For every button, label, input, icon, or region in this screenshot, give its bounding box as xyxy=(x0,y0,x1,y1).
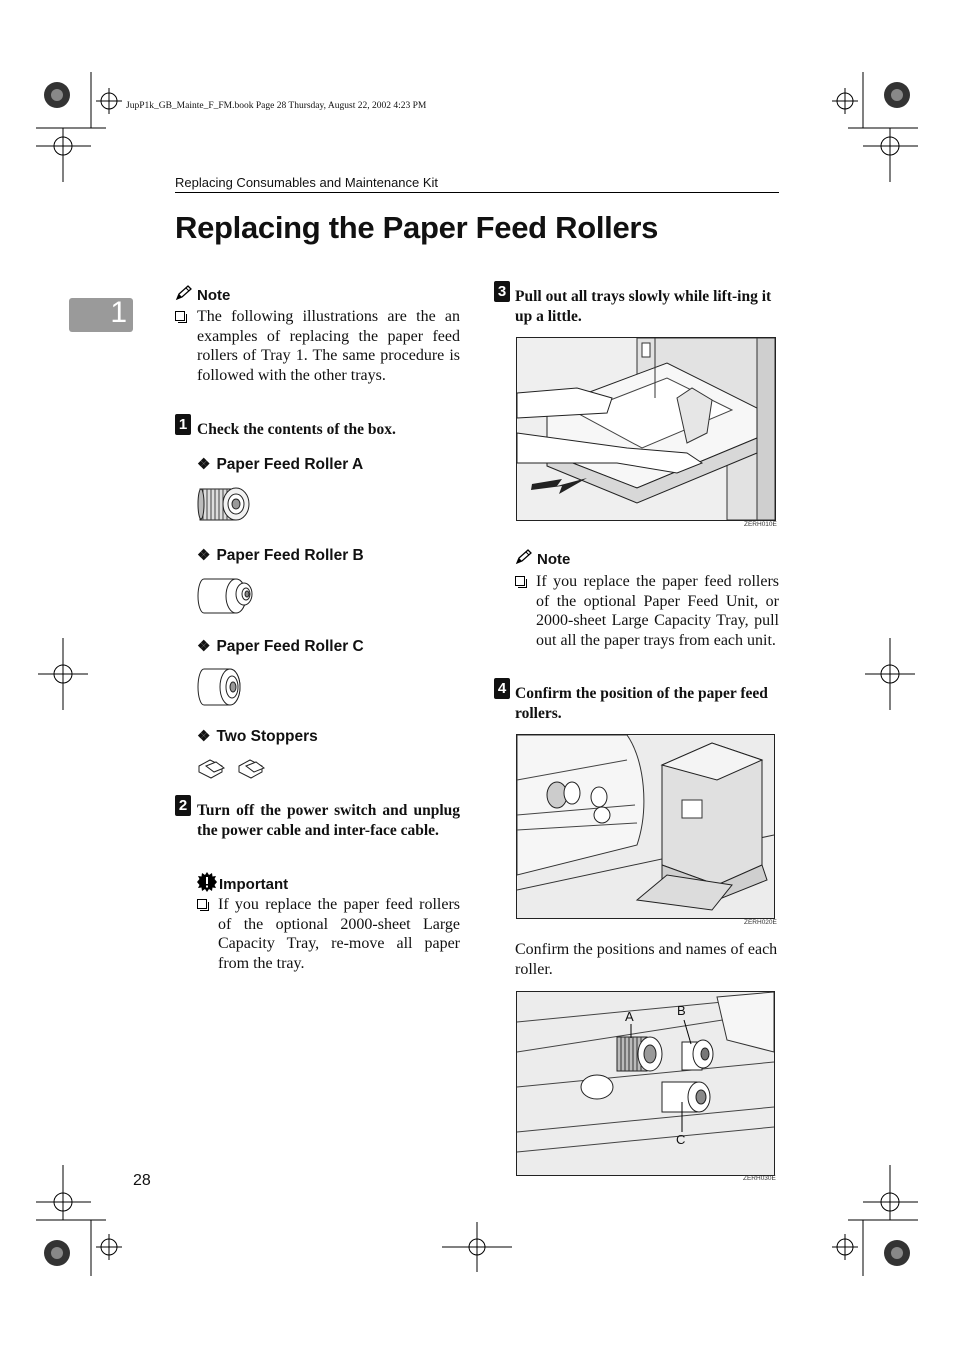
important-text: If you replace the paper feed rollers of… xyxy=(218,896,460,972)
step-2-text: Turn off the power switch and unplug the… xyxy=(197,802,460,839)
note-heading: Note xyxy=(175,285,230,305)
note-item: The following illustrations are the an e… xyxy=(175,307,460,385)
note-heading: Note xyxy=(515,549,570,569)
roller-label-c: C xyxy=(676,1132,686,1147)
step-4-caption: Confirm the positions and names of each … xyxy=(515,941,778,978)
figure-code: ZERH030E xyxy=(743,1175,776,1182)
pull-tray-illustration xyxy=(517,338,775,520)
important-icon xyxy=(197,872,217,896)
roller-names-illustration xyxy=(517,992,774,1175)
note-text: If you replace the paper feed rollers of… xyxy=(536,573,779,649)
pencil-icon xyxy=(515,549,533,569)
roller-label-a: A xyxy=(625,1009,634,1024)
file-info: JupP1k_GB_Mainte_F_FM.book Page 28 Thurs… xyxy=(126,101,427,111)
part-label-roller-c: ❖ Paper Feed Roller C xyxy=(197,637,364,656)
roller-b-icon xyxy=(197,578,253,614)
note-heading-label: Note xyxy=(537,550,571,568)
diamond-bullet-icon: ❖ xyxy=(197,638,211,655)
gear-roller-icon xyxy=(197,487,250,521)
part-label-text: Paper Feed Roller A xyxy=(216,456,364,473)
part-label-text: Paper Feed Roller C xyxy=(216,638,364,655)
checkbox-icon xyxy=(197,899,209,911)
checkbox-icon xyxy=(175,311,187,323)
roller-position-illustration xyxy=(517,735,774,918)
running-header: Replacing Consumables and Maintenance Ki… xyxy=(175,175,439,190)
part-label-text: Paper Feed Roller B xyxy=(216,547,364,564)
important-heading: Important xyxy=(197,872,288,896)
checkbox-icon xyxy=(515,576,527,588)
stopper-icon xyxy=(198,759,266,779)
step-number-1: 1 xyxy=(175,414,191,435)
important-heading-label: Important xyxy=(219,875,289,893)
figure-roller-names: A B C xyxy=(516,991,775,1176)
note-text: The following illustrations are the an e… xyxy=(197,308,460,384)
diamond-bullet-icon: ❖ xyxy=(197,547,211,564)
step-number-2: 2 xyxy=(175,795,191,816)
chapter-tab: 1 xyxy=(69,296,133,332)
pencil-icon xyxy=(175,285,193,305)
diamond-bullet-icon: ❖ xyxy=(197,456,211,473)
diamond-bullet-icon: ❖ xyxy=(197,728,211,745)
important-item: If you replace the paper feed rollers of… xyxy=(197,895,460,973)
part-label-roller-b: ❖ Paper Feed Roller B xyxy=(197,546,364,565)
step-number-3: 3 xyxy=(494,281,510,302)
figure-code: ZERH020E xyxy=(744,919,777,926)
part-label-text: Two Stoppers xyxy=(216,728,318,745)
roller-label-b: B xyxy=(677,1003,686,1018)
step-4-text: Confirm the position of the paper feed r… xyxy=(515,685,768,722)
step-number-4: 4 xyxy=(494,678,510,699)
note-item: If you replace the paper feed rollers of… xyxy=(515,572,779,650)
part-label-stoppers: ❖ Two Stoppers xyxy=(197,727,318,746)
note-heading-label: Note xyxy=(197,286,231,304)
page-title: Replacing the Paper Feed Rollers xyxy=(175,210,659,245)
figure-code: ZERH010E xyxy=(744,521,777,528)
figure-pull-tray xyxy=(516,337,776,521)
page-number: 28 xyxy=(133,1172,151,1189)
step-1-text: Check the contents of the box. xyxy=(197,421,396,438)
chapter-number: 1 xyxy=(110,296,127,329)
figure-roller-position xyxy=(516,734,775,919)
roller-c-icon xyxy=(197,668,241,706)
header-rule xyxy=(175,192,779,193)
step-3-text: Pull out all trays slowly while lift-ing… xyxy=(515,288,772,325)
part-label-roller-a: ❖ Paper Feed Roller A xyxy=(197,455,363,474)
